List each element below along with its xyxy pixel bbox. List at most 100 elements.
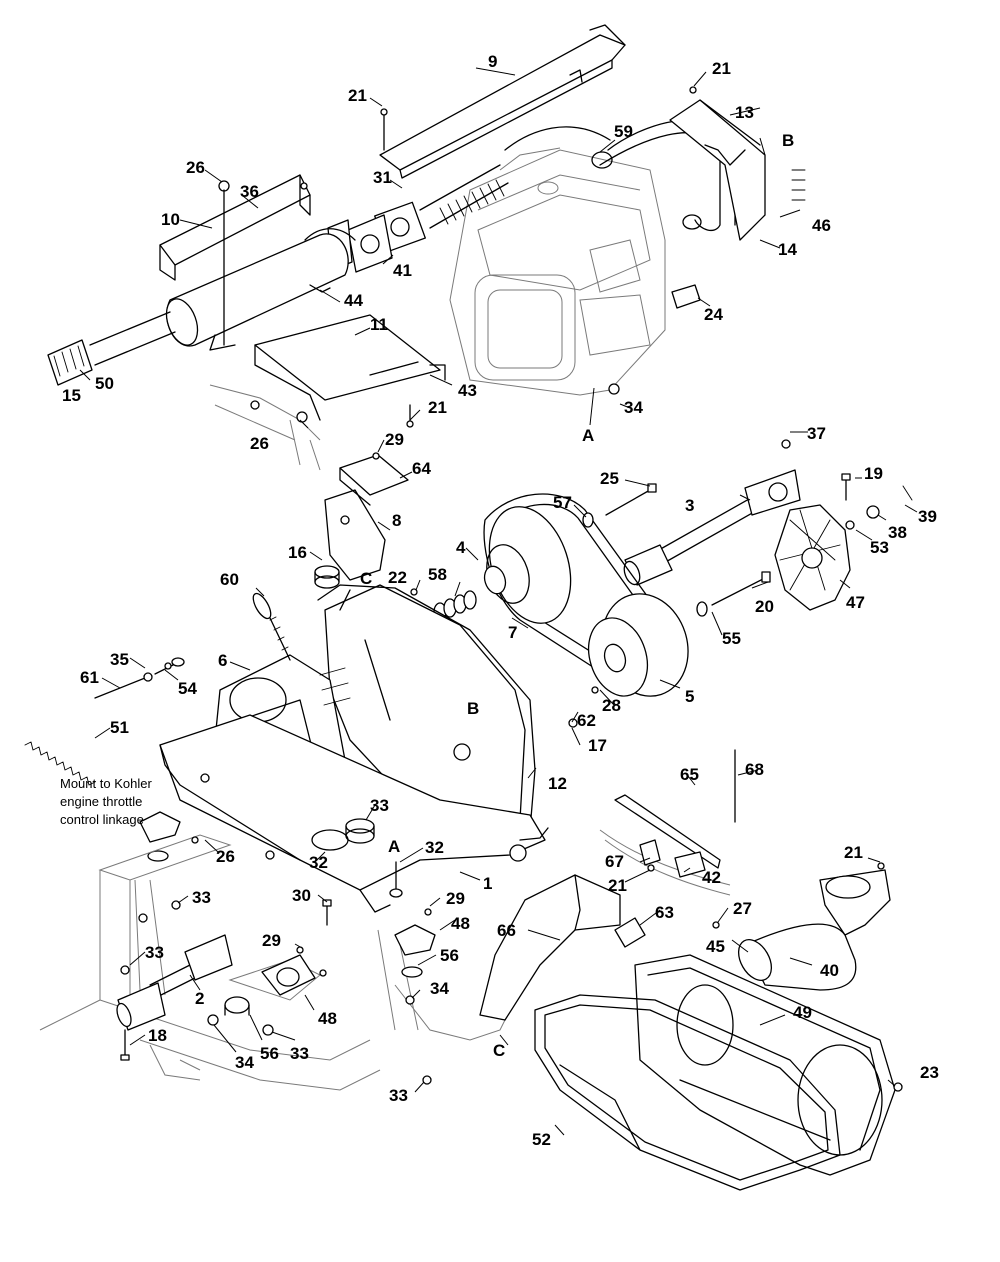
bolt-18 [120, 1029, 130, 1061]
leader-lines [79, 67, 918, 1136]
callout-26: 26 [216, 847, 235, 866]
callout-45: 45 [706, 937, 725, 956]
ref-letter-a-frame: A [388, 837, 400, 856]
bracket-11 [254, 314, 446, 421]
callout-1: 1 [483, 874, 492, 893]
callout-6: 6 [218, 651, 227, 670]
callout-3: 3 [685, 496, 694, 515]
callout-65: 65 [680, 765, 699, 784]
bracket-8 [324, 489, 386, 581]
callout-26: 26 [250, 434, 269, 453]
bolt-19 [841, 473, 851, 501]
callout-56: 56 [440, 946, 459, 965]
shroud-13-14 [669, 99, 766, 241]
nut-38 [845, 505, 880, 530]
callout-60: 60 [220, 570, 239, 589]
callout-67: 67 [605, 852, 624, 871]
plate-64 [339, 454, 409, 506]
bolt-25 [582, 483, 657, 528]
callout-62: 62 [577, 711, 596, 730]
callout-33: 33 [145, 943, 164, 962]
callout-33: 33 [370, 796, 389, 815]
frame-ghost-top [209, 384, 321, 471]
isolator-33-frame [345, 818, 375, 844]
callout-28: 28 [602, 696, 621, 715]
duct-40 [737, 869, 891, 991]
callout-29: 29 [385, 430, 404, 449]
callout-29: 29 [446, 889, 465, 908]
ref-letter-c-chute: C [493, 1041, 505, 1060]
callout-54: 54 [178, 679, 197, 698]
callout-21: 21 [428, 398, 447, 417]
callout-2: 2 [195, 989, 204, 1008]
callout-48: 48 [451, 914, 470, 933]
callout-29: 29 [262, 931, 281, 950]
ref-letter-a-engine: A [582, 426, 594, 445]
grommet-63 [614, 917, 646, 948]
engine-ghost [449, 147, 666, 396]
callout-5: 5 [685, 687, 694, 706]
isolator-48-right [394, 924, 436, 978]
callout-32: 32 [425, 838, 444, 857]
callout-59: 59 [614, 122, 633, 141]
chute-66 [479, 874, 621, 1021]
callout-16: 16 [288, 543, 307, 562]
heat-shield-9 [379, 24, 626, 179]
callout-21: 21 [712, 59, 731, 78]
stud-32 [389, 861, 403, 898]
callout-9: 9 [488, 52, 497, 71]
callout-44: 44 [344, 291, 363, 310]
callout-56: 56 [260, 1044, 279, 1063]
callout-10: 10 [161, 210, 180, 229]
mount-48-56 [224, 954, 316, 1016]
callout-36: 36 [240, 182, 259, 201]
callout-33: 33 [290, 1044, 309, 1063]
callout-13: 13 [735, 103, 754, 122]
callout-46: 46 [812, 216, 831, 235]
chassis-frame-ghost [39, 834, 511, 1091]
callout-7: 7 [508, 623, 517, 642]
muffler-shield-10 [159, 174, 311, 281]
callout-23: 23 [920, 1063, 939, 1082]
callout-68: 68 [745, 760, 764, 779]
bolt-30 [322, 899, 332, 926]
gasket-41 [347, 214, 393, 273]
callout-61: 61 [80, 668, 99, 687]
callout-51: 51 [110, 718, 129, 737]
callout-39: 39 [918, 507, 937, 526]
callout-21: 21 [844, 843, 863, 862]
clip-67-42 [639, 839, 706, 878]
plate-65 [614, 794, 721, 869]
callout-41: 41 [393, 261, 412, 280]
callout-19: 19 [864, 464, 883, 483]
ref-letters: B A C B A C [360, 131, 794, 1060]
callout-25: 25 [600, 469, 619, 488]
isolator-16 [314, 565, 340, 589]
callout-66: 66 [497, 921, 516, 940]
callout-32: 32 [309, 853, 328, 872]
pulley-5 [587, 593, 689, 697]
throttle-note: Mount to Kohler engine throttle control … [60, 776, 152, 827]
callout-15: 15 [62, 386, 81, 405]
drive-shaft-3 [623, 469, 801, 586]
callout-20: 20 [755, 597, 774, 616]
callout-26: 26 [186, 158, 205, 177]
callout-22: 22 [388, 568, 407, 587]
blower-housing-49 [634, 954, 896, 1176]
callout-33: 33 [192, 888, 211, 907]
note-line-2: engine throttle [60, 794, 142, 809]
callout-42: 42 [702, 868, 721, 887]
callout-37: 37 [807, 424, 826, 443]
callout-64: 64 [412, 459, 431, 478]
ref-letter-b-shroud: B [782, 131, 794, 150]
callout-8: 8 [392, 511, 401, 530]
callout-43: 43 [458, 381, 477, 400]
callout-12: 12 [548, 774, 567, 793]
callout-55: 55 [722, 629, 741, 648]
callout-40: 40 [820, 961, 839, 980]
callout-50: 50 [95, 374, 114, 393]
callout-34: 34 [430, 979, 449, 998]
callout-21: 21 [348, 86, 367, 105]
callout-14: 14 [778, 240, 797, 259]
callout-27: 27 [733, 899, 752, 918]
